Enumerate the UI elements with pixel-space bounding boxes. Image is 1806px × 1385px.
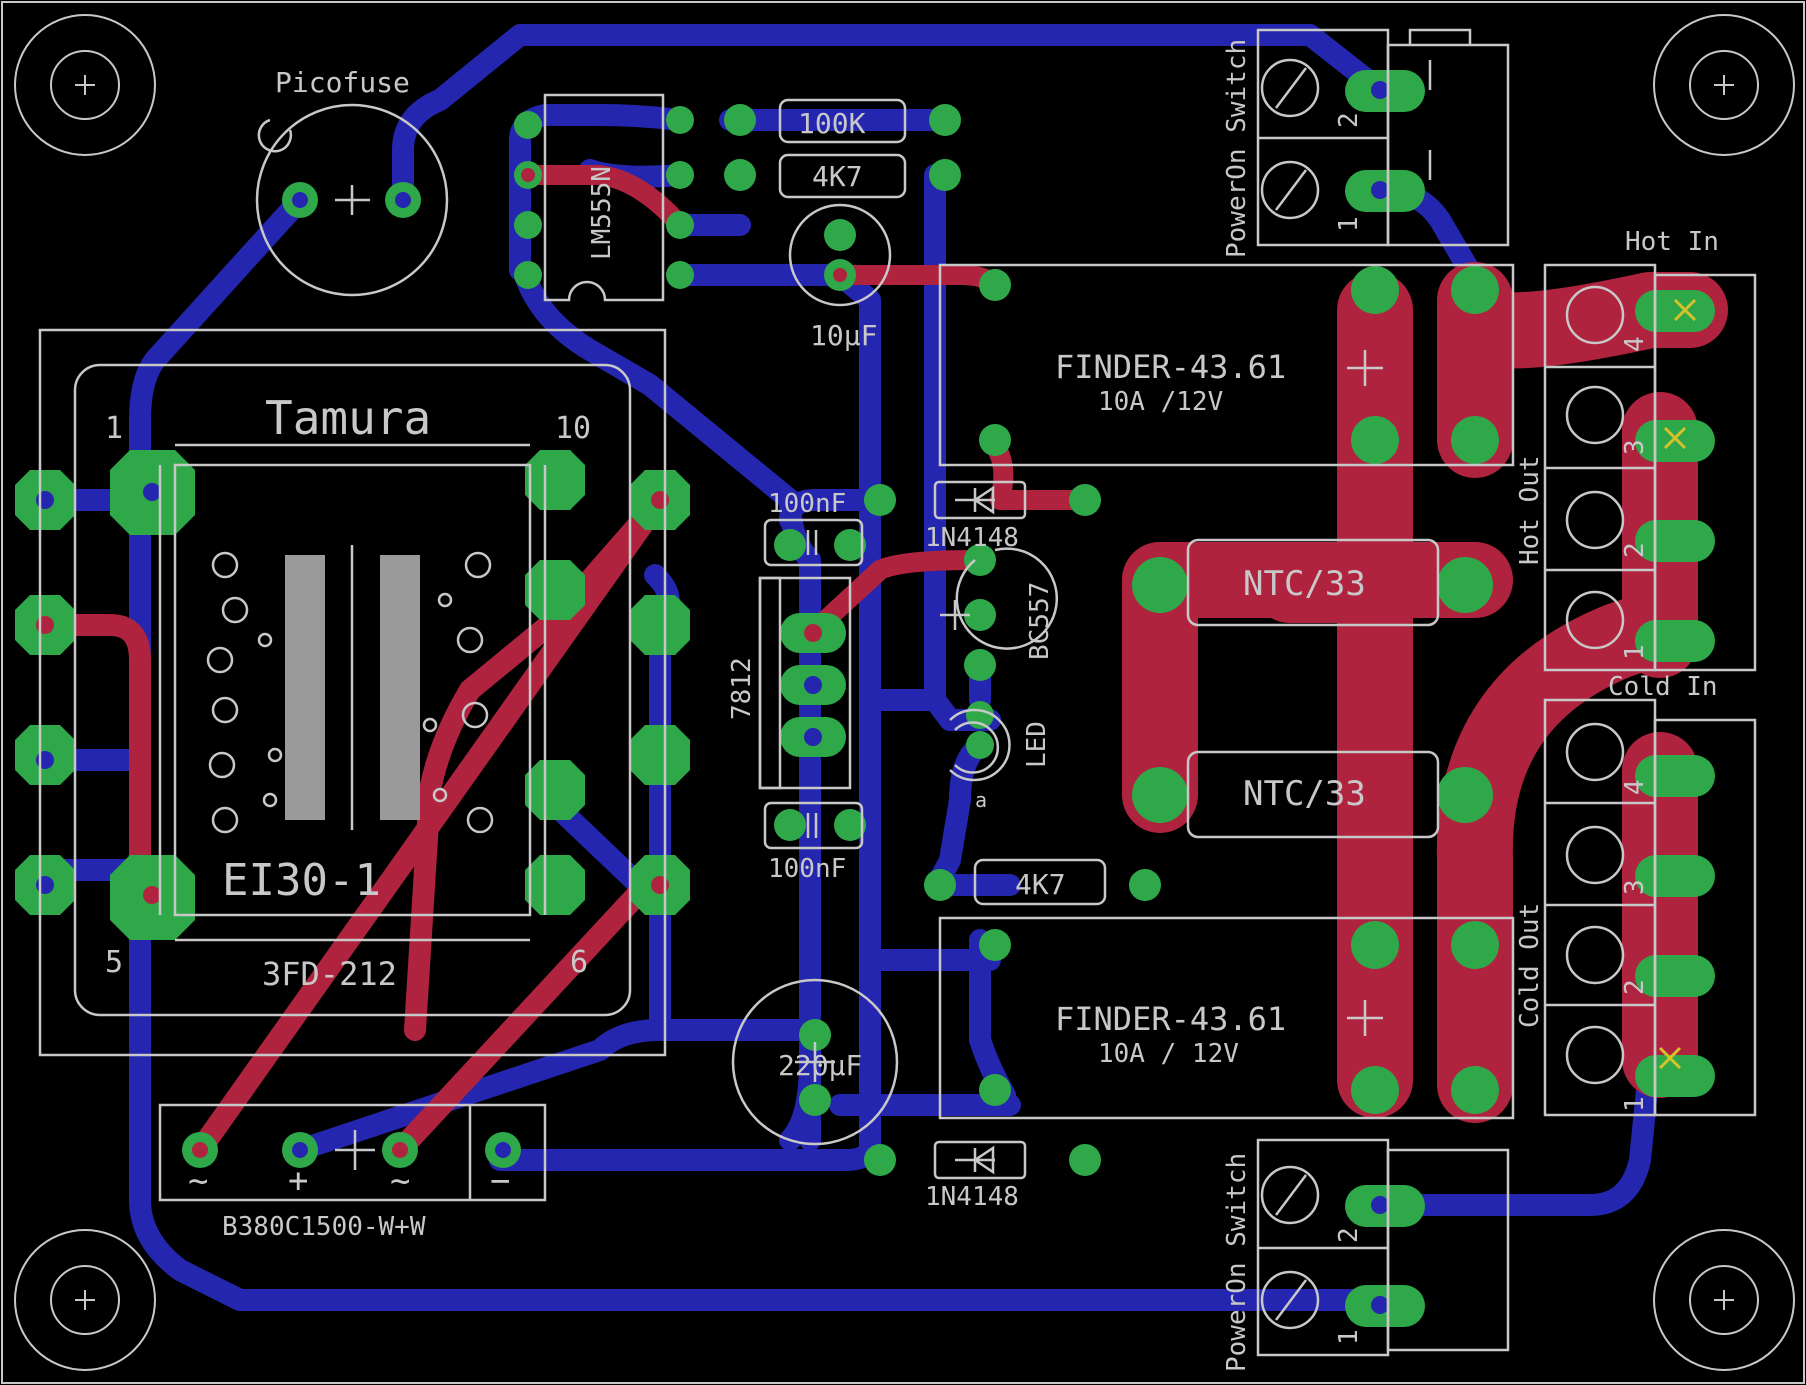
label-pin10: 10 (555, 411, 591, 446)
label-4k7-mid: 4K7 (1015, 868, 1066, 901)
label-cold-pin2: 2 (1620, 979, 1650, 995)
label-sw-bottom-pin2: 2 (1334, 1227, 1364, 1243)
mounting-hole-tl (14, 14, 156, 156)
label-led-a: a (975, 788, 987, 812)
label-sw-top-pin1: 1 (1334, 216, 1364, 232)
mounting-hole-tr (1653, 14, 1795, 156)
label-1n4148-top: 1N4148 (925, 523, 1019, 553)
label-bridge-ac2: ~ (390, 1161, 410, 1201)
label-picofuse: Picofuse (275, 66, 410, 99)
label-hot-out: Hot Out (1515, 455, 1545, 565)
label-cold-pin1: 1 (1620, 1096, 1650, 1112)
label-10uf: 10µF (810, 319, 877, 352)
label-bc557: BC557 (1025, 582, 1055, 660)
mounting-hole-br (1653, 1229, 1795, 1371)
silkscreen-text: Picofuse Tamura EI30-1 3FD-212 1 10 5 6 … (105, 39, 1719, 1372)
label-bridge-ac1: ~ (188, 1161, 208, 1201)
label-finder-bottom: FINDER-43.61 (1055, 1000, 1286, 1038)
label-100k: 100K (798, 107, 866, 140)
label-hot-pin3: 3 (1620, 439, 1650, 455)
label-cold-out: Cold Out (1515, 903, 1545, 1028)
label-hot-pin4: 4 (1620, 336, 1650, 352)
label-220uf: 220µF (778, 1049, 862, 1082)
label-4k7-top: 4K7 (812, 160, 863, 193)
label-cold-pin4: 4 (1620, 779, 1650, 795)
mounting-holes (14, 14, 1795, 1371)
label-100nf-bottom: 100nF (768, 854, 846, 884)
label-finder-top-rating: 10A /12V (1098, 387, 1223, 417)
label-hot-pin1: 1 (1620, 644, 1650, 660)
label-finder-bottom-rating: 10A / 12V (1098, 1039, 1239, 1069)
yellow-markers (1658, 298, 1697, 1070)
label-hot-in: Hot In (1625, 227, 1719, 257)
label-100nf-top: 100nF (768, 489, 846, 519)
label-pin6: 6 (570, 945, 588, 980)
label-bridge-minus: − (490, 1161, 510, 1201)
label-7812: 7812 (727, 657, 757, 720)
label-ntc-top: NTC/33 (1243, 564, 1366, 604)
label-sw-top-pin2: 2 (1334, 112, 1364, 128)
silkscreen-outlines (38, 28, 1757, 1357)
label-led: LED (1022, 721, 1052, 768)
round-pads (182, 104, 1499, 1176)
label-lm555n: LM555N (587, 166, 617, 260)
transformer-pads (15, 450, 690, 940)
label-finder-top: FINDER-43.61 (1055, 348, 1286, 386)
label-bridge: B380C1500-W+W (222, 1212, 426, 1242)
label-ei30: EI30-1 (222, 855, 381, 906)
label-cold-in: Cold In (1608, 672, 1718, 702)
label-sw-bottom-pin1: 1 (1334, 1329, 1364, 1345)
mounting-hole-bl (14, 1229, 156, 1371)
label-hot-pin2: 2 (1620, 542, 1650, 558)
label-tamura: Tamura (265, 391, 431, 445)
label-3fd212: 3FD-212 (262, 955, 397, 993)
label-cold-pin3: 3 (1620, 879, 1650, 895)
label-bridge-plus: + (288, 1161, 308, 1201)
label-pin5: 5 (105, 945, 123, 980)
label-ntc-bottom: NTC/33 (1243, 774, 1366, 814)
label-poweron-bottom: PowerOn Switch (1222, 1153, 1252, 1372)
label-1n4148-bottom: 1N4148 (925, 1182, 1019, 1212)
label-poweron-top: PowerOn Switch (1222, 39, 1252, 258)
label-pin1: 1 (105, 411, 123, 446)
